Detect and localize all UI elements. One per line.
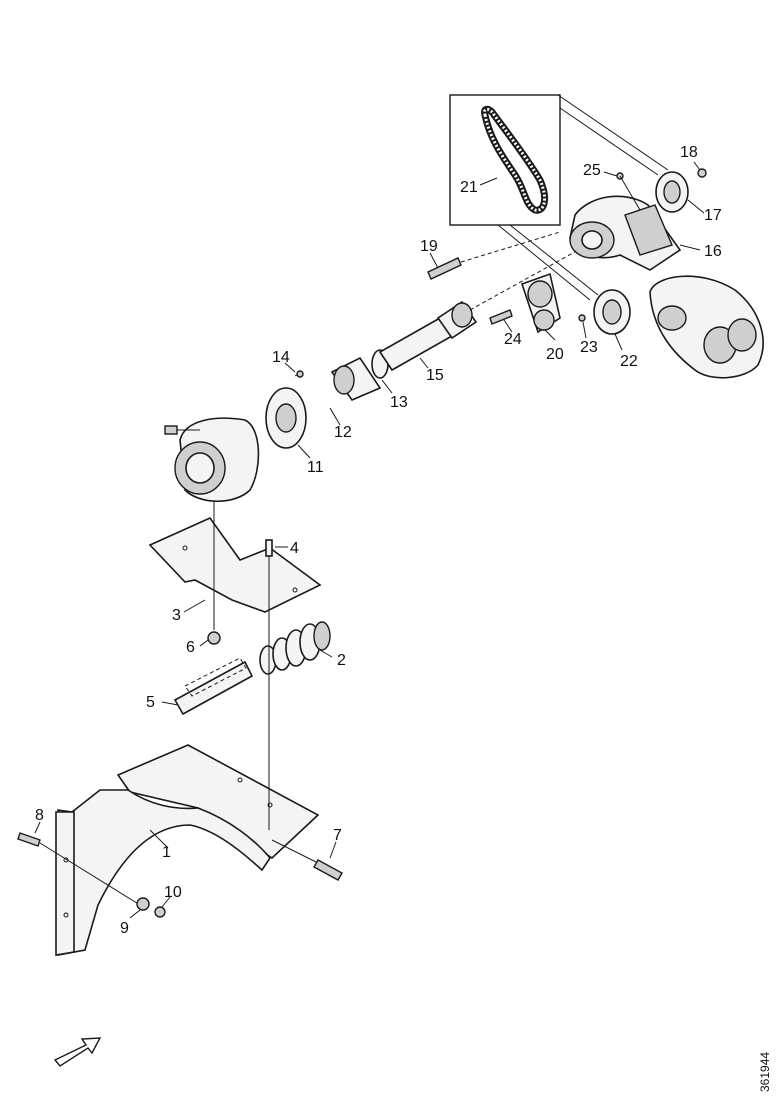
callout-3: 3 [172, 607, 181, 624]
part-21-drive-belt [481, 105, 549, 214]
callout-labels: 1 2 3 4 5 6 7 8 9 10 11 12 13 14 15 16 1… [35, 144, 722, 937]
callout-2: 2 [337, 652, 346, 669]
part-6-fastener [207, 500, 221, 645]
part-2-spring-isolator [259, 621, 331, 675]
forward-arrow-icon [53, 1037, 102, 1067]
part-10-washer [154, 906, 166, 918]
callout-14: 14 [272, 349, 290, 366]
callout-12: 12 [334, 424, 352, 441]
callout-25: 25 [583, 162, 601, 179]
part-5-bracket-strip [173, 657, 254, 716]
callout-21: 21 [460, 179, 478, 196]
callout-13: 13 [390, 394, 408, 411]
inset-frame [449, 94, 669, 301]
part-23-bolt [578, 314, 586, 322]
part-3-mounting-plate [148, 517, 322, 613]
part-15-drive-shaft [378, 237, 601, 372]
part-12-coupling-yoke [330, 356, 382, 401]
callout-24: 24 [504, 331, 522, 348]
part-8-bolt [17, 832, 141, 906]
part-16-pump-body [569, 195, 682, 271]
callout-15: 15 [426, 367, 444, 384]
callout-17: 17 [704, 207, 722, 224]
part-4-stud-bolt [265, 539, 273, 830]
part-11-gearbox [164, 387, 307, 502]
callout-16: 16 [704, 243, 722, 260]
part-22-pulley [593, 289, 631, 335]
part-20-tensioner [520, 272, 561, 334]
part-1-support-bracket [55, 744, 320, 956]
callout-18: 18 [680, 144, 698, 161]
part-17-pulley [655, 171, 689, 213]
callout-20: 20 [546, 346, 564, 363]
callout-23: 23 [580, 339, 598, 356]
callout-10: 10 [164, 884, 182, 901]
callout-9: 9 [120, 920, 129, 937]
figure-reference-number: 361944 [758, 1052, 772, 1092]
part-9-nut [136, 897, 150, 911]
callout-7: 7 [333, 827, 342, 844]
callout-4: 4 [290, 540, 299, 557]
part-24-bolt [489, 309, 513, 325]
part-7-bolt [271, 839, 343, 881]
callout-19: 19 [420, 238, 438, 255]
leader-lines [34, 161, 705, 919]
callout-5: 5 [146, 694, 155, 711]
part-18-bolt [697, 168, 707, 178]
callout-1: 1 [162, 844, 171, 861]
part-14-screw [294, 370, 304, 378]
engine-mount-housing [649, 275, 764, 379]
part-19-bolt [427, 231, 561, 280]
callout-22: 22 [620, 353, 638, 370]
callout-11: 11 [307, 459, 324, 476]
callout-8: 8 [35, 807, 44, 824]
callout-6: 6 [186, 639, 195, 656]
